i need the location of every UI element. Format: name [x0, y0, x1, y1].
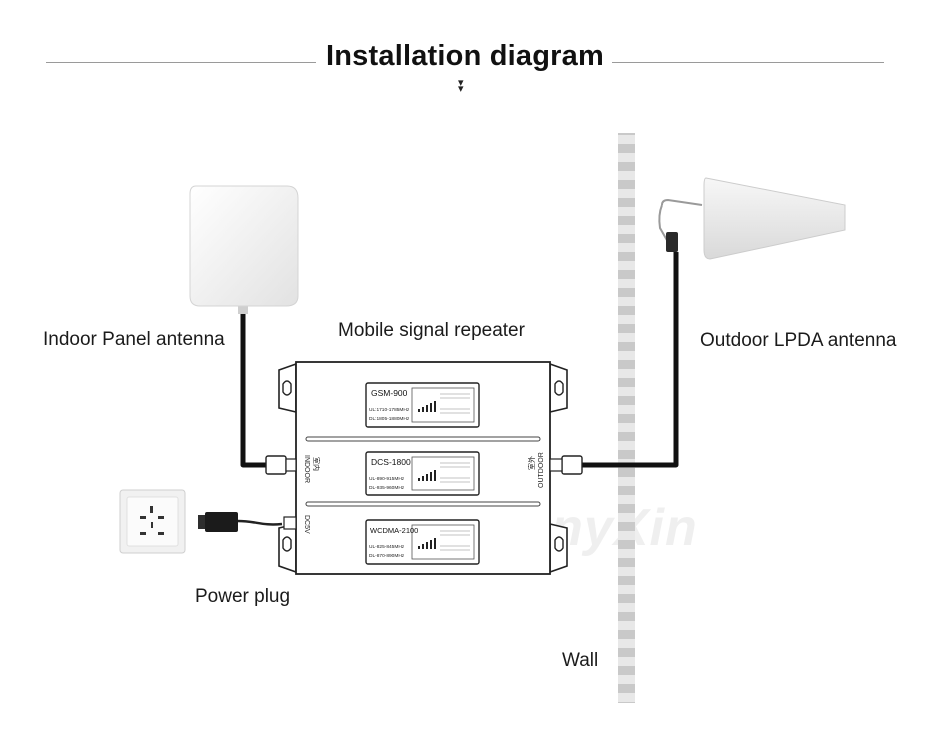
module-panel-gsm — [365, 382, 480, 428]
power-adapter — [198, 512, 238, 532]
label-indoor-antenna: Indoor Panel antenna — [43, 329, 225, 350]
outdoor-lpda-antenna — [658, 177, 846, 260]
cable-indoor — [240, 312, 268, 468]
port-label-indoor-cn: 室内 — [312, 457, 321, 471]
wall-socket — [119, 489, 186, 554]
module-panel-wcdma — [365, 519, 480, 565]
port-label-outdoor-cn: 室外 — [527, 456, 536, 470]
label-wall: Wall — [562, 650, 599, 671]
port-label-indoor: INDOOR — [303, 455, 310, 483]
module-name-2: DCS-1800 — [371, 457, 411, 467]
module-name-1: GSM-900 — [371, 388, 408, 398]
module-dl-1: DL:1805-1880MHz — [369, 416, 410, 422]
label-outdoor-antenna: Outdoor LPDA antenna — [700, 330, 897, 351]
module-dl-3: DL-870-890MHz — [369, 553, 405, 559]
wall — [618, 133, 635, 703]
label-power-plug: Power plug — [195, 586, 291, 607]
chevron-down-icon: ▾▾ — [458, 77, 464, 95]
port-label-outdoor: OUTDOOR — [538, 452, 545, 488]
title-rule-right — [612, 62, 884, 63]
module-ul-1: UL:1710-1785MHz — [369, 407, 410, 413]
module-ul-3: UL-825-845MHz — [369, 544, 405, 550]
port-label-power: DC5V — [303, 515, 310, 534]
indoor-panel-antenna — [189, 185, 299, 314]
cable-power — [237, 519, 283, 526]
cable-outdoor — [582, 252, 679, 468]
label-repeater: Mobile signal repeater — [338, 320, 525, 341]
page-title: Installation diagram — [326, 40, 604, 72]
module-dl-2: DL-935-960MHz — [369, 485, 405, 491]
module-panel-dcs — [365, 451, 480, 496]
title-rule-left — [46, 62, 316, 63]
module-ul-2: UL-890-915MHz — [369, 476, 405, 482]
module-name-3: WCDMA-2100 — [370, 526, 418, 535]
